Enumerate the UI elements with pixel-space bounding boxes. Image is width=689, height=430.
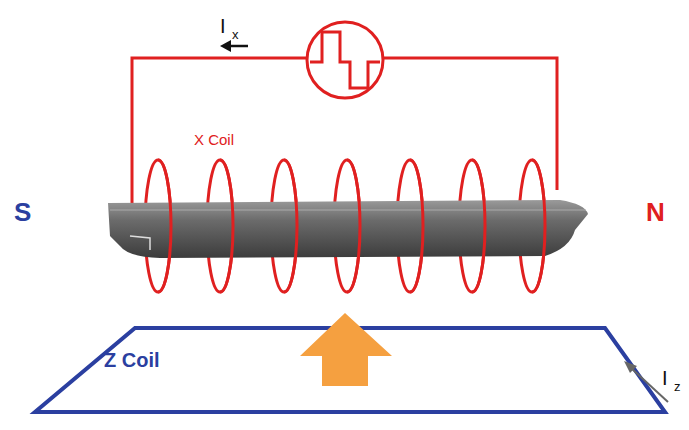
pole-label: N (646, 199, 665, 225)
current-subscript: z (674, 380, 681, 393)
current-subscript: x (232, 28, 239, 41)
x-coil-wire (383, 58, 557, 190)
ship-hull (108, 200, 588, 258)
deck-line (110, 210, 586, 211)
signal-source (307, 22, 383, 98)
pole-label: S (14, 199, 31, 225)
current-symbol: I (220, 16, 226, 36)
current-arrow (630, 367, 668, 402)
field-arrow (300, 313, 392, 386)
coil-winding-front (532, 160, 545, 292)
coil-name: Z Coil (104, 350, 160, 370)
coil-winding-front (347, 160, 360, 292)
coil-winding-front (284, 160, 297, 292)
coil-winding-front (472, 160, 485, 292)
rudder (130, 236, 150, 250)
coil-name: X Coil (194, 132, 234, 147)
square-wave-symbol (310, 32, 380, 88)
current-arrowhead (220, 40, 231, 52)
coil-winding-front (220, 160, 233, 292)
coil-winding-front (410, 160, 423, 292)
current-symbol: I (662, 368, 668, 388)
coil-winding-front (158, 160, 171, 292)
current-arrowhead (624, 361, 637, 373)
